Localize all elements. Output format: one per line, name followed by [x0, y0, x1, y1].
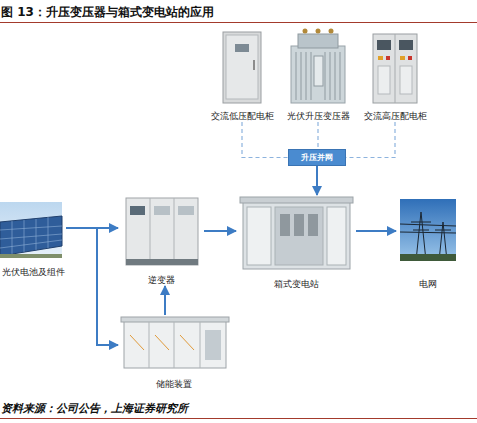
source-caption: 资料来源：公司公告，上海证券研究所: [1, 401, 188, 416]
high-voltage-cabinet-illustration: [373, 34, 417, 103]
solar-panel-illustration: [0, 202, 62, 258]
inverter-illustration: [126, 198, 198, 265]
low-voltage-cabinet-illustration: [223, 32, 261, 103]
node-label: 电网: [419, 279, 437, 290]
dashed-connector: [317, 122, 318, 149]
node-label: 交流高压配电柜: [364, 111, 427, 122]
process-box: 升压并网: [288, 149, 346, 166]
header-rule: [0, 22, 477, 23]
dashed-connector: [346, 122, 395, 158]
transformer-illustration: [291, 29, 345, 104]
node-label: 逆变器: [148, 275, 175, 286]
node-label: 箱式变电站: [274, 279, 319, 290]
dashed-connector: [242, 122, 288, 158]
equipment-box: 光伏升压变压器: [283, 28, 353, 122]
equipment-box: 光伏电池及组件: [0, 198, 66, 278]
node-label: 光伏升压变压器: [287, 111, 350, 122]
box-substation-illustration: [240, 197, 353, 269]
node-label: 交流低压配电柜: [211, 111, 274, 122]
equipment-box: 电网: [396, 195, 460, 290]
power-grid-illustration: [400, 199, 456, 261]
flow-arrow: [356, 230, 396, 232]
flow-arrow: [204, 230, 236, 232]
flow-arrow: [164, 286, 166, 315]
node-label: 升压并网: [301, 152, 333, 163]
equipment-box: 逆变器: [118, 192, 204, 286]
equipment-box: 箱式变电站: [236, 195, 356, 290]
footer-rule: [0, 418, 477, 419]
equipment-box: 交流高压配电柜: [360, 28, 430, 122]
node-label: 光伏电池及组件: [2, 267, 65, 278]
equipment-box: 交流低压配电柜: [207, 28, 277, 122]
equipment-box: 储能装置: [118, 315, 230, 390]
energy-storage-illustration: [121, 317, 229, 368]
flow-arrow: [66, 228, 118, 345]
figure-title: 图 13：升压变压器与箱式变电站的应用: [1, 4, 214, 21]
flow-arrow: [316, 166, 318, 195]
flow-arrow: [66, 227, 118, 229]
node-label: 储能装置: [156, 379, 192, 390]
